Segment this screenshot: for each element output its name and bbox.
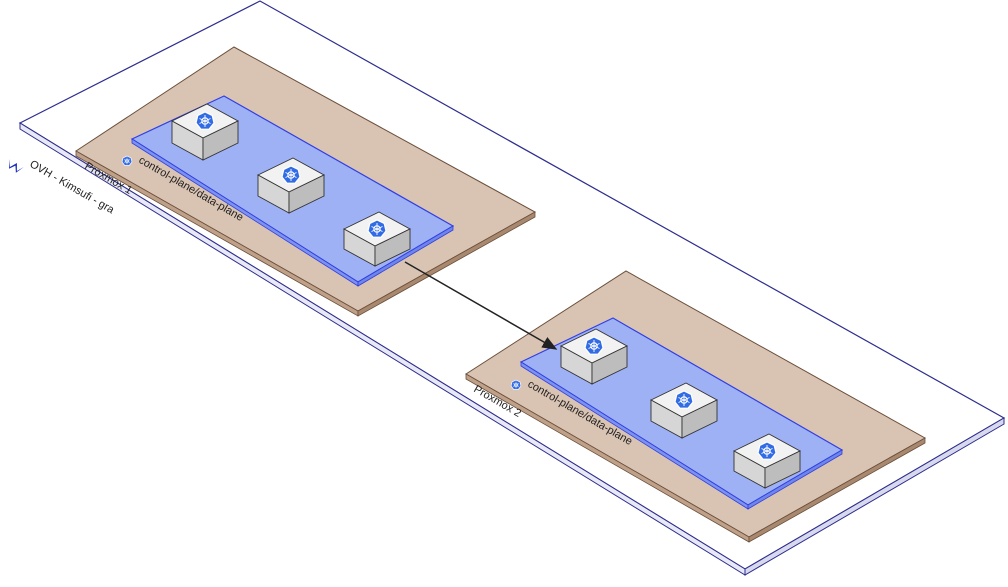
node-1-1[interactable] xyxy=(171,103,239,161)
kubernetes-icon xyxy=(757,441,777,460)
node-1-2[interactable] xyxy=(257,157,325,214)
node-2-3[interactable] xyxy=(733,433,801,489)
kubernetes-icon xyxy=(584,336,604,355)
kubernetes-icon xyxy=(121,155,133,166)
node-2-2[interactable] xyxy=(650,382,718,439)
node-1-3[interactable] xyxy=(343,211,411,267)
connection-arrow xyxy=(404,261,558,350)
kubernetes-icon xyxy=(195,111,215,130)
kubernetes-icon xyxy=(674,390,694,409)
region-ovh-kimsufi-gra xyxy=(18,0,1006,576)
ovh-logo-icon xyxy=(8,159,24,173)
node-2-1[interactable] xyxy=(560,328,628,385)
kubernetes-icon xyxy=(510,379,522,390)
kubernetes-icon xyxy=(281,165,301,184)
kubernetes-icon xyxy=(367,219,387,238)
